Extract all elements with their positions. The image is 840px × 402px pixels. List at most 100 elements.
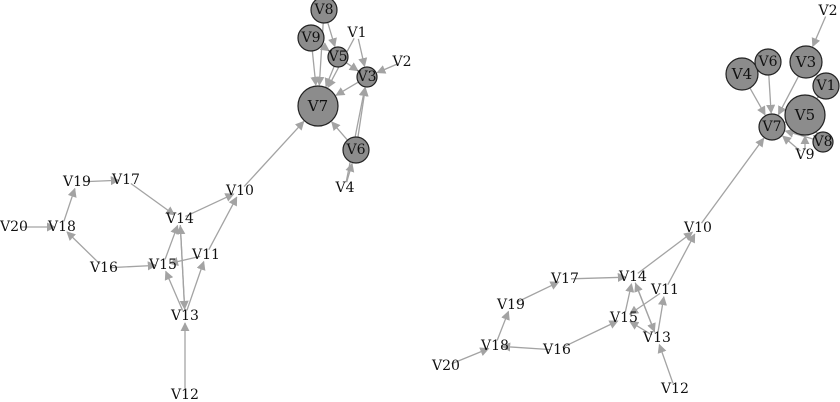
node-circle bbox=[812, 72, 840, 100]
edge-v4-v7 bbox=[749, 87, 766, 116]
node-v7[interactable]: V7 bbox=[758, 113, 786, 141]
node-v8[interactable]: V8 bbox=[812, 131, 834, 153]
node-v18[interactable]: V18 bbox=[47, 219, 76, 235]
node-circle bbox=[342, 136, 370, 164]
edge-v16-v18 bbox=[501, 342, 552, 352]
edge-v13-v11 bbox=[657, 296, 667, 333]
node-label: V16 bbox=[542, 342, 571, 358]
node-v8[interactable]: V8 bbox=[310, 0, 338, 24]
edge-v17-v14 bbox=[570, 272, 627, 282]
node-v17[interactable]: V17 bbox=[550, 271, 579, 287]
node-circle bbox=[297, 85, 339, 127]
node-v10[interactable]: V10 bbox=[225, 183, 254, 199]
node-v13[interactable]: V13 bbox=[642, 330, 671, 346]
edge-v19-v17 bbox=[82, 176, 120, 186]
node-label: V18 bbox=[47, 219, 76, 235]
node-label: V4 bbox=[334, 180, 354, 196]
node-v15[interactable]: V15 bbox=[148, 257, 177, 273]
node-v2[interactable]: V2 bbox=[391, 54, 411, 70]
node-v13[interactable]: V13 bbox=[170, 308, 199, 324]
node-v20[interactable]: V20 bbox=[0, 219, 28, 235]
edge-v1-v3 bbox=[357, 38, 368, 68]
edge-v4-v6 bbox=[345, 162, 355, 183]
node-label: V20 bbox=[431, 358, 460, 374]
node-v6[interactable]: V6 bbox=[342, 136, 370, 164]
edge-v5-v7 bbox=[324, 66, 335, 88]
node-v1[interactable]: V1 bbox=[812, 72, 840, 100]
node-label: V19 bbox=[496, 297, 525, 313]
node-label: V14 bbox=[165, 211, 194, 227]
node-circle bbox=[784, 94, 826, 136]
node-v9[interactable]: V9 bbox=[297, 24, 325, 52]
node-v1[interactable]: V1 bbox=[346, 25, 366, 41]
node-label: V7 bbox=[307, 97, 328, 115]
edge-v18-v19 bbox=[63, 187, 77, 222]
node-label: V1 bbox=[815, 78, 835, 94]
edge-v16-v15 bbox=[109, 261, 157, 271]
node-v4[interactable]: V4 bbox=[725, 57, 759, 91]
node-label: V5 bbox=[327, 49, 347, 65]
node-v3[interactable]: V3 bbox=[356, 66, 378, 88]
node-v11[interactable]: V11 bbox=[191, 247, 220, 263]
edge-v14-v13 bbox=[634, 282, 656, 333]
node-label: V13 bbox=[170, 308, 199, 324]
node-label: V2 bbox=[817, 3, 837, 19]
node-v11[interactable]: V11 bbox=[650, 282, 679, 298]
node-v4[interactable]: V4 bbox=[334, 180, 354, 196]
edge-v14-v10 bbox=[185, 193, 235, 218]
edge-v6-v3 bbox=[357, 86, 369, 138]
node-v19[interactable]: V19 bbox=[496, 297, 525, 313]
node-label: V17 bbox=[550, 271, 579, 287]
edge-v16-v15 bbox=[562, 320, 619, 349]
node-v19[interactable]: V19 bbox=[62, 174, 91, 190]
node-v20[interactable]: V20 bbox=[431, 358, 460, 374]
edge-v14-v13 bbox=[179, 224, 189, 310]
node-label: V6 bbox=[345, 142, 365, 158]
edge-v10-v7 bbox=[243, 120, 305, 188]
node-v18[interactable]: V18 bbox=[480, 338, 509, 354]
node-v14[interactable]: V14 bbox=[165, 211, 194, 227]
node-label: V1 bbox=[346, 25, 366, 41]
node-label: V7 bbox=[761, 119, 781, 135]
edge-v11-v10 bbox=[208, 196, 238, 251]
edge-v14-v10 bbox=[637, 231, 694, 274]
node-v12[interactable]: V12 bbox=[170, 387, 199, 402]
node-v5[interactable]: V5 bbox=[784, 94, 826, 136]
edge-v11-v10 bbox=[667, 233, 696, 286]
node-label: V16 bbox=[89, 260, 118, 276]
node-circle bbox=[789, 45, 823, 79]
node-label: V10 bbox=[683, 220, 712, 236]
node-v2[interactable]: V2 bbox=[817, 3, 837, 19]
edge-v2-v3 bbox=[376, 63, 397, 74]
edge-v8-v5 bbox=[327, 22, 337, 48]
node-label: V10 bbox=[225, 183, 254, 199]
node-label: V4 bbox=[731, 65, 752, 83]
node-v14[interactable]: V14 bbox=[618, 269, 647, 285]
node-v16[interactable]: V16 bbox=[542, 342, 571, 358]
edge-v6-v7 bbox=[331, 121, 348, 141]
node-v5[interactable]: V5 bbox=[327, 46, 349, 68]
node-label: V3 bbox=[795, 53, 816, 71]
node-v16[interactable]: V16 bbox=[89, 260, 118, 276]
node-v15[interactable]: V15 bbox=[609, 310, 638, 326]
node-label: V15 bbox=[609, 310, 638, 326]
edge-v12-v13 bbox=[657, 343, 674, 384]
node-v12[interactable]: V12 bbox=[660, 381, 689, 397]
node-circle bbox=[725, 57, 759, 91]
node-label: V17 bbox=[111, 172, 140, 188]
edge-v19-v17 bbox=[516, 281, 560, 303]
node-label: V8 bbox=[812, 134, 832, 150]
node-v17[interactable]: V17 bbox=[111, 172, 140, 188]
edge-v11-v15 bbox=[629, 292, 661, 315]
edge-v13-v15 bbox=[164, 270, 184, 311]
node-label: V11 bbox=[191, 247, 220, 263]
node-v6[interactable]: V6 bbox=[754, 48, 782, 76]
node-label: V11 bbox=[650, 282, 679, 298]
edge-v11-v15 bbox=[168, 255, 201, 266]
node-v7[interactable]: V7 bbox=[297, 85, 339, 127]
node-v3[interactable]: V3 bbox=[789, 45, 823, 79]
node-v9[interactable]: V9 bbox=[794, 147, 814, 163]
edge-v13-v11 bbox=[186, 260, 206, 311]
node-circle bbox=[758, 113, 786, 141]
node-v10[interactable]: V10 bbox=[683, 220, 712, 236]
